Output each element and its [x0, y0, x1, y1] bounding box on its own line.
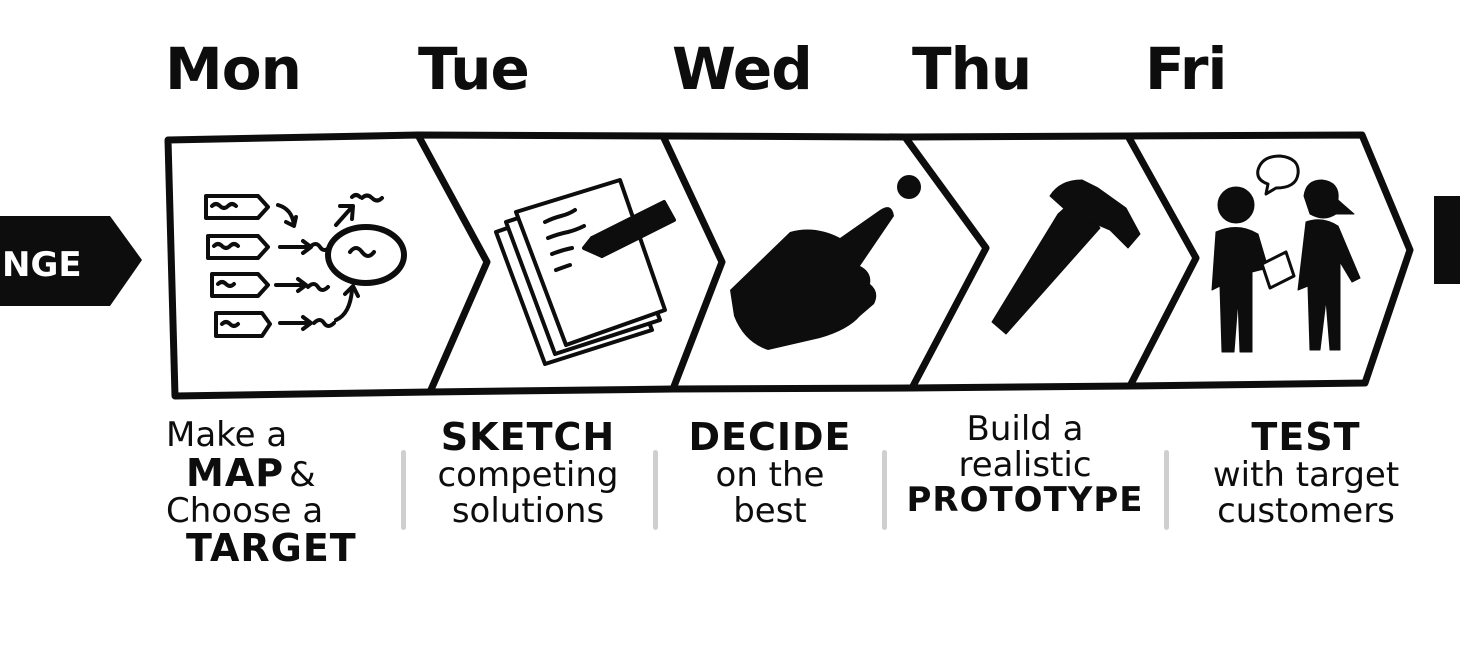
caption-separator	[882, 450, 887, 530]
sketch-paper-icon	[494, 178, 676, 366]
caption-separator	[1164, 450, 1169, 530]
left-tag: NGE	[0, 216, 142, 306]
pointing-hand-icon	[730, 175, 921, 350]
caption-tue-bold: SKETCH	[440, 415, 616, 459]
caption-tue-line2: solutions	[451, 490, 605, 531]
map-icon	[204, 193, 407, 338]
chevron-divider-4	[1124, 132, 1200, 390]
caption-wed-line2: best	[733, 490, 807, 531]
day-label-thu: Thu	[912, 35, 1032, 103]
caption-tue-line1: competing	[437, 454, 619, 495]
day-label-wed: Wed	[672, 35, 813, 103]
chevron-divider-1	[414, 131, 491, 396]
caption-wed: DECIDE on the best	[670, 415, 870, 531]
caption-thu-bold: PROTOTYPE	[906, 480, 1144, 521]
caption-fri: TEST with target customers	[1186, 415, 1426, 531]
day-label-mon: Mon	[165, 35, 302, 103]
caption-thu: Build a realistic PROTOTYPE	[900, 409, 1150, 521]
left-tag-label: NGE	[2, 245, 82, 285]
caption-mon-bold2: TARGET	[186, 526, 357, 571]
right-tag	[1434, 196, 1460, 284]
caption-mon-line2: Choose a	[166, 490, 324, 531]
caption-mon-bold1: MAP	[186, 450, 285, 495]
caption-separator	[653, 450, 658, 530]
people-test-icon	[1211, 154, 1361, 353]
caption-wed-bold: DECIDE	[688, 415, 852, 459]
caption-fri-line2: customers	[1217, 490, 1395, 531]
caption-thu-line2: realistic	[958, 444, 1092, 485]
chevron-divider-2	[659, 132, 726, 393]
caption-fri-line1: with target	[1212, 454, 1400, 495]
caption-tue: SKETCH competing solutions	[418, 415, 638, 531]
caption-mon-line1: Make a	[166, 415, 288, 455]
caption-mon-amp: &	[289, 454, 316, 495]
caption-separator	[401, 450, 406, 530]
hammer-icon	[991, 179, 1141, 335]
day-label-tue: Tue	[418, 35, 530, 103]
caption-thu-line1: Build a	[966, 409, 1084, 449]
caption-fri-bold: TEST	[1251, 415, 1361, 459]
chevron-divider-3	[901, 133, 990, 392]
caption-wed-line1: on the	[715, 454, 825, 495]
caption-mon: Make a MAP & Choose a TARGET	[160, 415, 380, 571]
day-label-fri: Fri	[1145, 35, 1227, 103]
